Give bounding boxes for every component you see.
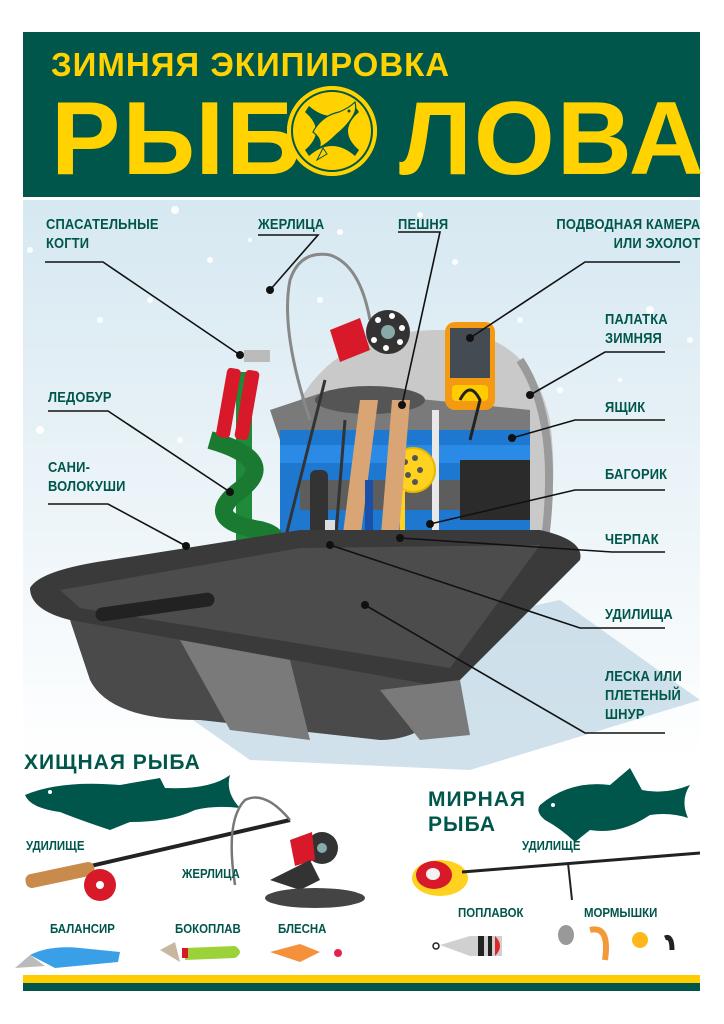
header-title-right: ЛОВА xyxy=(398,81,706,197)
pike-icon xyxy=(25,775,240,830)
peaceful-rod-label: УДИЛИЩЕ xyxy=(522,838,581,853)
blesna-icon xyxy=(270,944,320,962)
float-icon xyxy=(440,936,502,956)
lure-mormyshki-label: МОРМЫШКИ xyxy=(584,905,658,920)
peaceful-fish-title: МИРНАЯ РЫБА xyxy=(428,788,527,836)
predatory-fish-title: ХИЩНАЯ РЫБА xyxy=(24,751,201,774)
label-peshnya: ПЕШНЯ xyxy=(398,216,449,233)
label-auger: ЛЕДОБУР xyxy=(48,389,112,406)
bokoplav-icon xyxy=(160,942,180,962)
header-title-left: РЫБ xyxy=(51,81,303,197)
label-camera: ПОДВОДНАЯ КАМЕРА ИЛИ ЭХОЛОТ xyxy=(556,216,700,252)
label-rods: УДИЛИЩА xyxy=(605,606,673,623)
balansir-icon xyxy=(30,947,120,968)
label-claws: СПАСАТЕЛЬНЫЕ КОГТИ xyxy=(46,216,159,252)
label-box: ЯЩИК xyxy=(605,399,646,416)
mormyshki-icon xyxy=(558,925,675,961)
predatory-rod-label: УДИЛИЩЕ xyxy=(26,838,85,853)
lure-blesna-label: БЛЕСНА xyxy=(278,921,327,936)
bottom-stripe-green xyxy=(23,983,700,991)
lure-balansir-label: БАЛАНСИР xyxy=(50,921,115,936)
predatory-zherlitsa-label: ЖЕРЛИЦА xyxy=(182,866,240,881)
whitefish-icon xyxy=(538,768,690,842)
bottom-stripe-yellow xyxy=(23,975,700,983)
header-subtitle: ЗИМНЯЯ ЭКИПИРОВКА xyxy=(51,46,451,83)
label-sled: САНИ- ВОЛОКУШИ xyxy=(48,459,126,495)
label-zherlitsa: ЖЕРЛИЦА xyxy=(258,216,325,233)
lure-float-label: ПОПЛАВОК xyxy=(458,905,524,920)
label-cherpak: ЧЕРПАК xyxy=(605,531,659,548)
lure-bokoplav-label: БОКОПЛАВ xyxy=(175,921,241,936)
label-bagorik: БАГОРИК xyxy=(605,466,668,483)
fish-emblem-icon xyxy=(287,86,377,176)
label-tent: ПАЛАТКА ЗИМНЯЯ xyxy=(605,311,668,347)
snowflakes-icon xyxy=(27,206,693,443)
label-line: ЛЕСКА ИЛИ ПЛЕТЕНЫЙ ШНУР xyxy=(605,668,682,723)
